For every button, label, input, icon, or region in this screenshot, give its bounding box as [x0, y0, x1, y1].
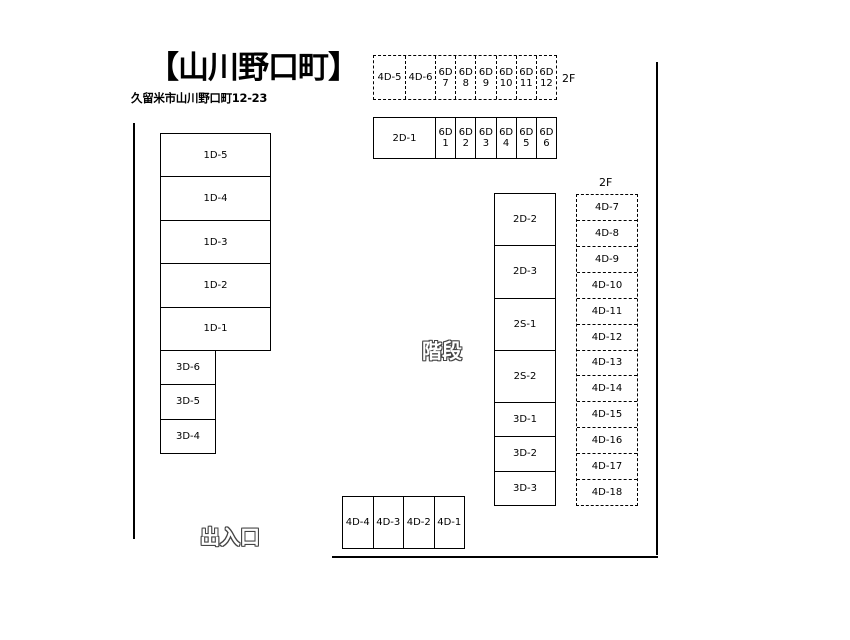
parking-space: 4D-13 — [577, 349, 637, 376]
parking-space: 6D 6 — [535, 118, 556, 158]
parking-space: 6D 4 — [495, 118, 516, 158]
right-wall — [656, 62, 658, 555]
parking-space: 4D-17 — [577, 453, 637, 479]
parking-space: 2D-3 — [495, 245, 555, 297]
parking-space: 4D-12 — [577, 323, 637, 350]
parking-space: 4D-8 — [577, 219, 637, 246]
parking-space: 3D-4 — [161, 418, 215, 453]
unit-block-4d-bottom: 4D-4 4D-3 4D-2 4D-1 — [342, 496, 465, 549]
parking-space: 6D 5 — [515, 118, 536, 158]
unit-block-top: 2D-1 6D 1 6D 2 6D 3 6D 4 6D 5 6D 6 — [373, 117, 557, 159]
parking-space: 1D-4 — [161, 176, 270, 219]
parking-space: 6D 11 — [515, 56, 536, 99]
parking-space: 4D-3 — [372, 497, 404, 548]
unit-block-3d-left: 3D-6 3D-5 3D-4 — [160, 350, 216, 454]
unit-block-2d: 2D-2 2D-3 2S-1 2S-2 — [494, 193, 556, 403]
parking-space: 4D-18 — [577, 479, 637, 505]
parking-space: 4D-5 — [377, 72, 402, 83]
parking-space: 3D-2 — [495, 436, 555, 470]
parking-space: 6D 2 — [455, 118, 475, 158]
floor-label-top: 2F — [562, 72, 576, 85]
parking-space: 6D 7 — [435, 56, 455, 99]
parking-space: 4D-16 — [577, 427, 637, 453]
stairs-label: 階段 — [422, 339, 462, 363]
parking-space: 4D-10 — [577, 271, 637, 298]
unit-block-top-2f: 4D-5 4D-6 6D 7 6D 8 6D 9 6D 10 6D 11 6D … — [373, 55, 557, 100]
unit-block-3d-center: 3D-1 3D-2 3D-3 — [494, 402, 556, 506]
parking-space: 6D 3 — [475, 118, 495, 158]
parking-space: 1D-2 — [161, 263, 270, 306]
parking-space: 4D-15 — [577, 401, 637, 427]
parking-space: 6D 10 — [495, 56, 516, 99]
parking-space: 4D-9 — [577, 245, 637, 272]
parking-space: 4D-1 — [433, 497, 465, 548]
unit-block-right-2f: 4D-7 4D-8 4D-9 4D-10 4D-11 4D-12 4D-13 4… — [576, 194, 638, 506]
parking-space: 4D-14 — [577, 375, 637, 401]
parking-space: 4D-6 — [405, 56, 435, 99]
parking-space: 2D-2 — [512, 214, 538, 226]
parking-space: 3D-5 — [161, 384, 215, 418]
parking-space: 6D 9 — [475, 56, 495, 99]
entrance-label: 出入口 — [200, 525, 260, 549]
page-title: 【山川野口町】 — [148, 50, 359, 86]
parking-space: 6D 1 — [435, 118, 455, 158]
parking-space: 3D-3 — [495, 470, 555, 505]
parking-space: 1D-5 — [203, 149, 228, 161]
bottom-wall — [332, 556, 658, 558]
parking-space: 4D-11 — [577, 297, 637, 324]
unit-block-1d: 1D-5 1D-4 1D-3 1D-2 1D-1 — [160, 133, 271, 351]
floor-label-right: 2F — [599, 176, 613, 189]
parking-space: 3D-6 — [175, 362, 201, 374]
parking-space: 1D-1 — [161, 306, 270, 350]
parking-space: 6D 8 — [455, 56, 475, 99]
parking-space: 1D-3 — [161, 219, 270, 263]
parking-space: 2S-1 — [495, 297, 555, 350]
parking-space: 4D-2 — [403, 497, 434, 548]
left-wall — [133, 123, 135, 539]
parking-space: 3D-1 — [512, 414, 538, 426]
parking-space: 4D-7 — [594, 201, 620, 213]
parking-space: 6D 12 — [535, 56, 556, 99]
parking-space: 2S-2 — [495, 349, 555, 402]
address-text: 久留米市山川野口町12-23 — [131, 91, 268, 105]
parking-space: 4D-4 — [345, 517, 370, 528]
parking-space: 2D-1 — [392, 132, 417, 144]
